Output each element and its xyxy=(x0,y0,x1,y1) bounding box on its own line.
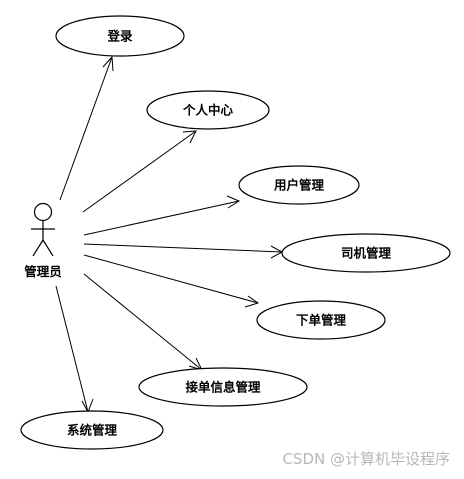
association-system-management xyxy=(55,285,94,414)
use-case-label: 系统管理 xyxy=(67,423,118,438)
use-case-label: 下单管理 xyxy=(296,313,347,328)
use-case-system-management: 系统管理 xyxy=(20,410,164,450)
use-case-pickup-info-management: 接单信息管理 xyxy=(138,367,308,407)
association-login xyxy=(59,55,114,201)
use-case-label: 司机管理 xyxy=(341,246,392,261)
association-order-management xyxy=(83,254,260,308)
use-case-order-management: 下单管理 xyxy=(256,300,386,340)
actor-head xyxy=(33,202,53,222)
use-case-profile: 个人中心 xyxy=(146,90,270,130)
association-driver-management xyxy=(83,243,284,259)
use-case-login: 登录 xyxy=(55,15,185,57)
use-case-label: 登录 xyxy=(106,29,133,44)
watermark: CSDN @计算机毕设程序 xyxy=(282,450,450,468)
association-pickup-info-management xyxy=(83,273,203,371)
actor-left-leg xyxy=(32,239,44,257)
use-case-label: 接单信息管理 xyxy=(185,380,261,395)
use-case-label: 个人中心 xyxy=(182,103,234,118)
actor-right-leg xyxy=(42,239,54,257)
associations xyxy=(55,55,284,414)
association-profile xyxy=(82,130,197,213)
actor-name: 管理员 xyxy=(24,264,62,279)
use-case-user-management: 用户管理 xyxy=(238,165,360,205)
use-case-driver-management: 司机管理 xyxy=(281,233,451,273)
use-case-label: 用户管理 xyxy=(273,178,325,193)
actor-administrator: 管理员 xyxy=(24,202,62,279)
association-user-management xyxy=(83,195,241,236)
